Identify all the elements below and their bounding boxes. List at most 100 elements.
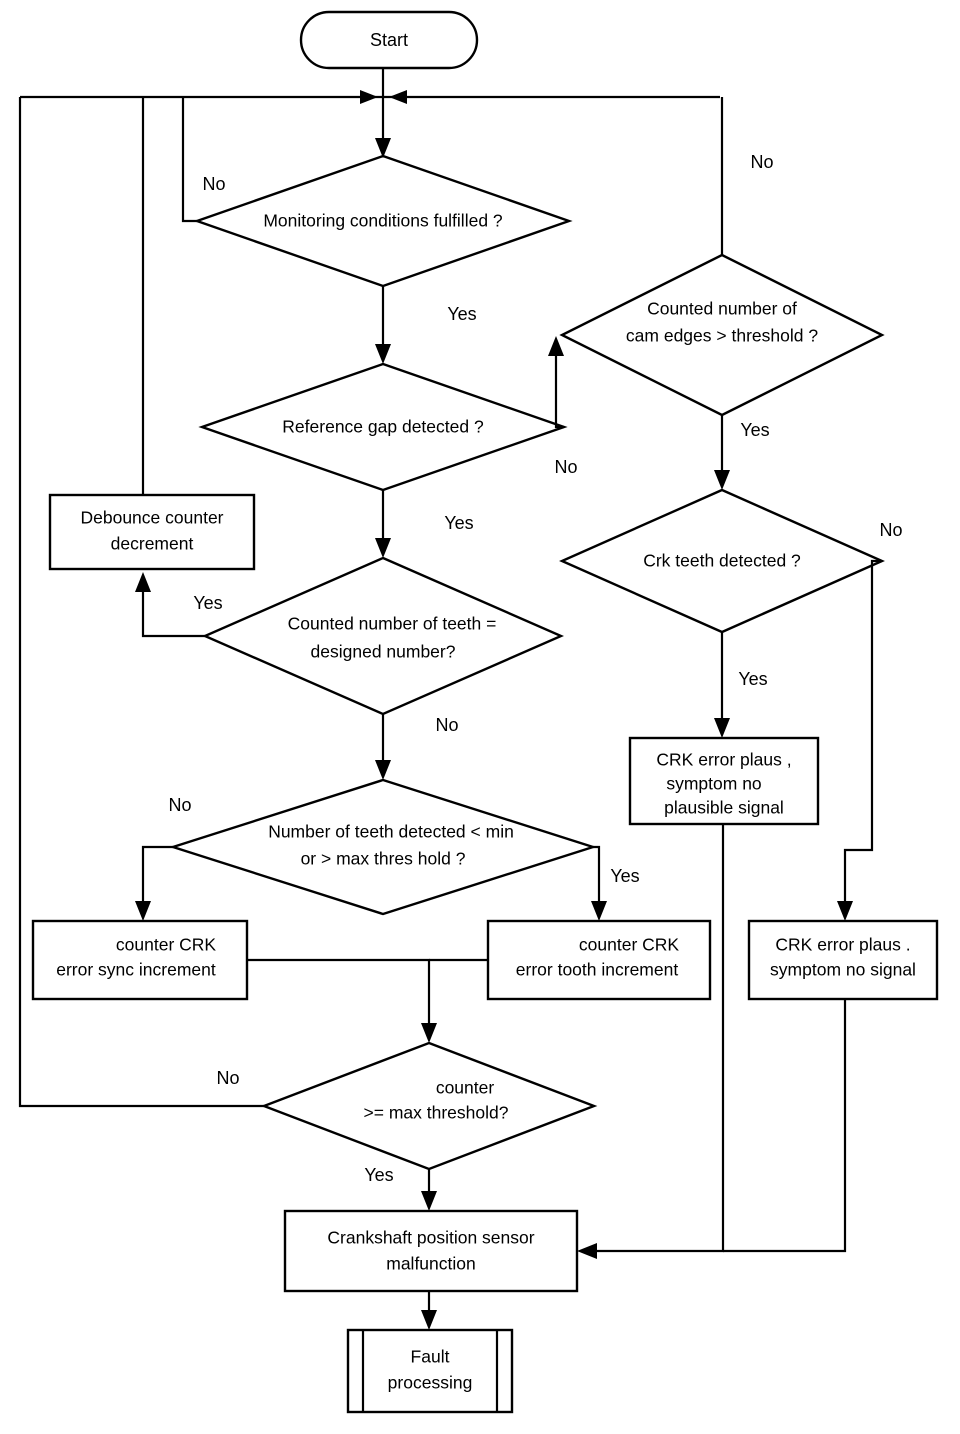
arrow-malfunction-right-in [577,1243,597,1259]
label-monitoring-no: No [202,174,225,194]
label-crk-teeth-yes: Yes [738,669,767,689]
crk-plaus-nps-shape [628,736,820,826]
fault-label-2: processing [388,1373,473,1393]
arrow-countedteeth-in [375,538,391,558]
counter-tooth-shape [486,919,712,1001]
arrow-crkplausnps-in [714,718,730,738]
node-counted-teeth[interactable]: Counted number of teeth = designed numbe… [202,556,564,716]
crk-teeth-shape [559,488,885,634]
cam-edges-label-1: Counted number of [647,299,797,319]
debounce-label-2: decrement [111,534,194,554]
counter-sync-label-1: counter CRK [116,935,217,955]
crk-plaus-nps-label-2: symptom no [666,774,761,794]
malfunction-label-1: Crankshaft position sensor [327,1228,534,1248]
counter-sync-label-2: error sync increment [56,960,216,980]
node-start[interactable]: Start [299,10,479,70]
arrow-crkteeth-in [714,470,730,490]
node-monitoring-conditions[interactable]: Monitoring conditions fulfilled ? [193,154,573,288]
monitoring-shape [193,154,573,288]
label-counted-teeth-yes: Yes [193,593,222,613]
arrow-refgap-in [375,344,391,364]
label-counter-max-yes: Yes [364,1165,393,1185]
counted-teeth-label-2: designed number? [311,642,456,662]
node-counter-crk-error-sync[interactable]: counter CRK error sync increment [31,919,249,1001]
arrow-countertooth-in [591,901,607,921]
cam-edges-shape [559,253,885,417]
arrow-camedges-in [548,336,564,356]
edge-crkteeth-no [843,559,882,913]
node-crk-error-plaus-no-signal[interactable]: CRK error plaus . symptom no signal [747,919,939,1001]
counter-max-label-1: counter [436,1078,495,1098]
counted-teeth-shape [202,556,564,716]
start-label: Start [370,30,408,50]
arrow-countersync-in [135,901,151,921]
rail-arrow-left [360,90,378,104]
node-crankshaft-malfunction[interactable]: Crankshaft position sensor malfunction [283,1209,579,1293]
fault-shape [346,1328,514,1414]
node-counter-crk-error-tooth[interactable]: counter CRK error tooth increment [486,919,712,1001]
crk-plaus-ns-shape [747,919,939,1001]
crk-plaus-nps-label-1: CRK error plaus , [656,750,791,770]
monitoring-label-1: Monitoring conditions fulfilled ? [263,211,503,231]
counter-tooth-label-1: counter CRK [579,935,680,955]
debounce-label-1: Debounce counter [80,508,223,528]
debounce-shape [48,493,256,571]
node-crk-teeth-detected[interactable]: Crk teeth detected ? [559,488,885,634]
crk-plaus-nps-label-3: plausible signal [664,798,784,818]
crk-plaus-ns-label-1: CRK error plaus . [775,935,910,955]
cam-edges-label-2: cam edges > threshold ? [626,326,818,346]
label-counter-max-no: No [216,1068,239,1088]
node-teeth-range[interactable]: Number of teeth detected < min or > max … [169,778,597,916]
node-fault-processing[interactable]: Fault processing [346,1328,514,1414]
reference-gap-shape [198,362,568,492]
arrow-monitoring-in [375,138,391,158]
rail-arrow-right [389,90,407,104]
arrow-teethrange-in [375,760,391,780]
node-counter-max-threshold[interactable]: counter >= max threshold? [260,1041,598,1171]
counter-max-label-2: >= max threshold? [364,1103,509,1123]
node-reference-gap[interactable]: Reference gap detected ? [198,362,568,492]
edge-crkplausnps-to-malfunction [585,824,725,1253]
label-teeth-range-yes: Yes [610,866,639,886]
label-counted-teeth-no: No [435,715,458,735]
label-cam-edges-no: No [750,152,773,172]
edge-countedteeth-yes [141,580,205,638]
teeth-range-shape [169,778,597,916]
counter-sync-shape [31,919,249,1001]
edge-label-layer: No Yes No Yes No Yes No Yes Yes No No Ye… [168,152,902,1185]
arrow-countermax-in [421,1023,437,1043]
counted-teeth-label-1: Counted number of teeth = [288,614,497,634]
arrow-malfunction-in [421,1191,437,1211]
node-crk-error-plaus-no-plausible-signal[interactable]: CRK error plaus , symptom no plausible s… [628,736,820,826]
arrow-crkplausns-in [837,901,853,921]
reference-gap-label-1: Reference gap detected ? [282,417,484,437]
label-ref-gap-no: No [554,457,577,477]
start-shape [299,10,479,70]
crk-plaus-ns-label-2: symptom no signal [770,960,916,980]
malfunction-shape [283,1209,579,1293]
edge-refgap-no [554,344,564,429]
malfunction-label-2: malfunction [386,1254,476,1274]
counter-tooth-label-2: error tooth increment [516,960,679,980]
arrow-debounce-in [135,572,151,592]
fault-label-1: Fault [411,1347,450,1367]
label-crk-teeth-no: No [879,520,902,540]
counter-max-shape [260,1041,598,1171]
label-monitoring-yes: Yes [447,304,476,324]
edge-countersync-to-countermax [247,958,431,1035]
connector-layer [18,68,882,1330]
node-cam-edges[interactable]: Counted number of cam edges > threshold … [559,253,885,417]
teeth-range-label-2: or > max thres hold ? [301,849,466,869]
edge-monitoring-no [181,97,197,223]
teeth-range-label-1: Number of teeth detected < min [268,822,514,842]
crk-teeth-label-1: Crk teeth detected ? [643,551,801,571]
node-debounce-counter[interactable]: Debounce counter decrement [48,493,256,571]
edge-crkplausns-to-malfunction [723,999,847,1253]
edge-teethrange-no [141,845,173,913]
label-ref-gap-yes: Yes [444,513,473,533]
label-teeth-range-no: No [168,795,191,815]
label-cam-edges-yes: Yes [740,420,769,440]
arrow-fault-in [421,1310,437,1330]
